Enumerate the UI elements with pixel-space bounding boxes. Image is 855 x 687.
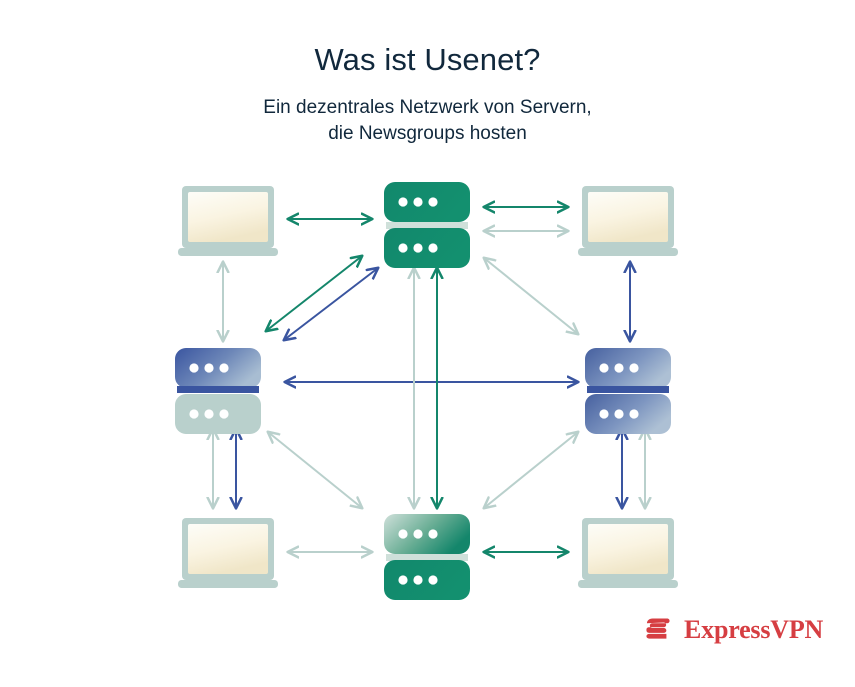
server-bottom-center[interactable]: [384, 514, 470, 600]
server-unit-top-icon: [384, 182, 470, 222]
server-divider: [386, 554, 468, 561]
expressvpn-e-mark-icon: [646, 618, 670, 639]
laptop-icon: [578, 518, 678, 588]
conn-topcenter-midright: [484, 258, 578, 334]
page-subtitle-line1: Ein dezentrales Netzwerk von Servern,: [263, 97, 592, 118]
page-subtitle: Ein dezentrales Netzwerk von Servern, di…: [0, 95, 855, 147]
conn-midleft-topcenter-navy: [284, 268, 378, 340]
server-unit-bottom-icon: [384, 560, 470, 600]
laptop-top-left[interactable]: [178, 186, 278, 256]
expressvpn-logo[interactable]: ExpressVPN: [641, 613, 823, 647]
page-subtitle-line2: die Newsgroups hosten: [328, 123, 527, 144]
laptop-icon: [178, 186, 278, 256]
server-unit-top-icon: [384, 514, 470, 554]
server-unit-bottom-icon: [175, 394, 261, 434]
laptop-icon: [578, 186, 678, 256]
laptop-top-right[interactable]: [578, 186, 678, 256]
laptop-icon: [178, 518, 278, 588]
server-unit-top-icon: [585, 348, 671, 388]
server-divider: [587, 386, 669, 393]
conn-botcenter-midright: [484, 432, 578, 508]
expressvpn-wordmark: ExpressVPN: [684, 615, 824, 644]
server-divider: [177, 386, 259, 393]
server-unit-top-icon: [175, 348, 261, 388]
server-divider: [386, 222, 468, 229]
conn-midleft-botcenter: [268, 432, 362, 508]
server-middle-right[interactable]: [585, 348, 671, 434]
laptop-bottom-right[interactable]: [578, 518, 678, 588]
server-unit-bottom-icon: [384, 228, 470, 268]
conn-midleft-topcenter-green: [266, 256, 362, 331]
laptop-bottom-left[interactable]: [178, 518, 278, 588]
server-middle-left[interactable]: [175, 348, 261, 434]
server-unit-bottom-icon: [585, 394, 671, 434]
server-top-center[interactable]: [384, 182, 470, 268]
page-title: Was ist Usenet?: [314, 42, 541, 77]
